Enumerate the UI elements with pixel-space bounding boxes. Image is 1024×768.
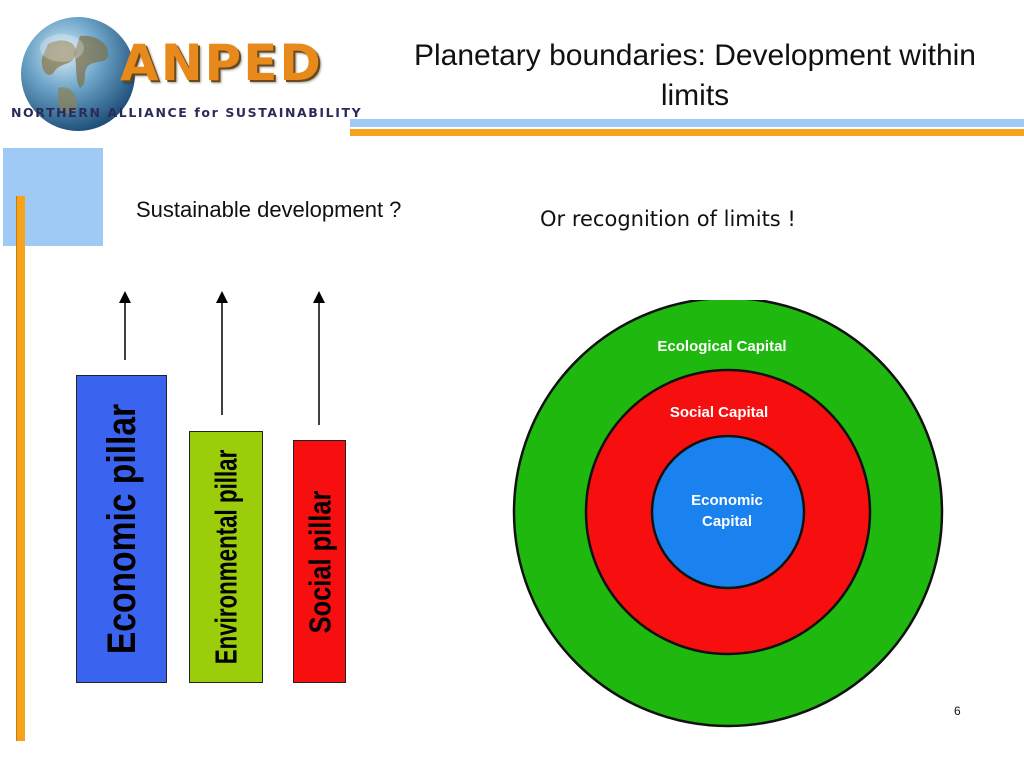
logo-tagline: NORTHERN ALLIANCE for SUSTAINABILITY — [11, 105, 363, 120]
header-rule-orange — [350, 129, 1024, 136]
environmental-pillar-label: Environmental pillar — [208, 449, 244, 665]
social-capital-label: Social Capital — [670, 404, 768, 421]
subtitle-sustainable-development: Sustainable development ? — [136, 197, 402, 222]
social-pillar-label: Social pillar — [302, 490, 337, 633]
page-number: 6 — [954, 704, 961, 718]
globe-icon — [21, 17, 135, 131]
economic-capital-circle — [650, 434, 806, 590]
anped-logo: ANPED NORTHERN ALLIANCE for SUSTAINABILI… — [8, 8, 361, 136]
economic-capital-label-line2: Capital — [702, 513, 752, 530]
economic-capital-label-line1: Economic — [691, 492, 763, 509]
ecological-capital-label: Ecological Capital — [657, 338, 786, 355]
economic-pillar: Economic pillar — [76, 375, 167, 683]
subtitle-recognition-of-limits: Or recognition of limits ! — [540, 207, 796, 231]
economic-pillar-label: Economic pillar — [99, 403, 144, 655]
logo-wordmark: ANPED — [120, 34, 323, 92]
header-rule-blue — [350, 119, 1024, 127]
capital-circles: Ecological Capital Social Capital Econom… — [512, 300, 944, 728]
slide-title: Planetary boundaries: Development within… — [414, 39, 976, 112]
decorative-vertical-bar — [16, 196, 25, 741]
environmental-pillar: Environmental pillar — [189, 431, 263, 683]
social-pillar: Social pillar — [293, 440, 346, 683]
